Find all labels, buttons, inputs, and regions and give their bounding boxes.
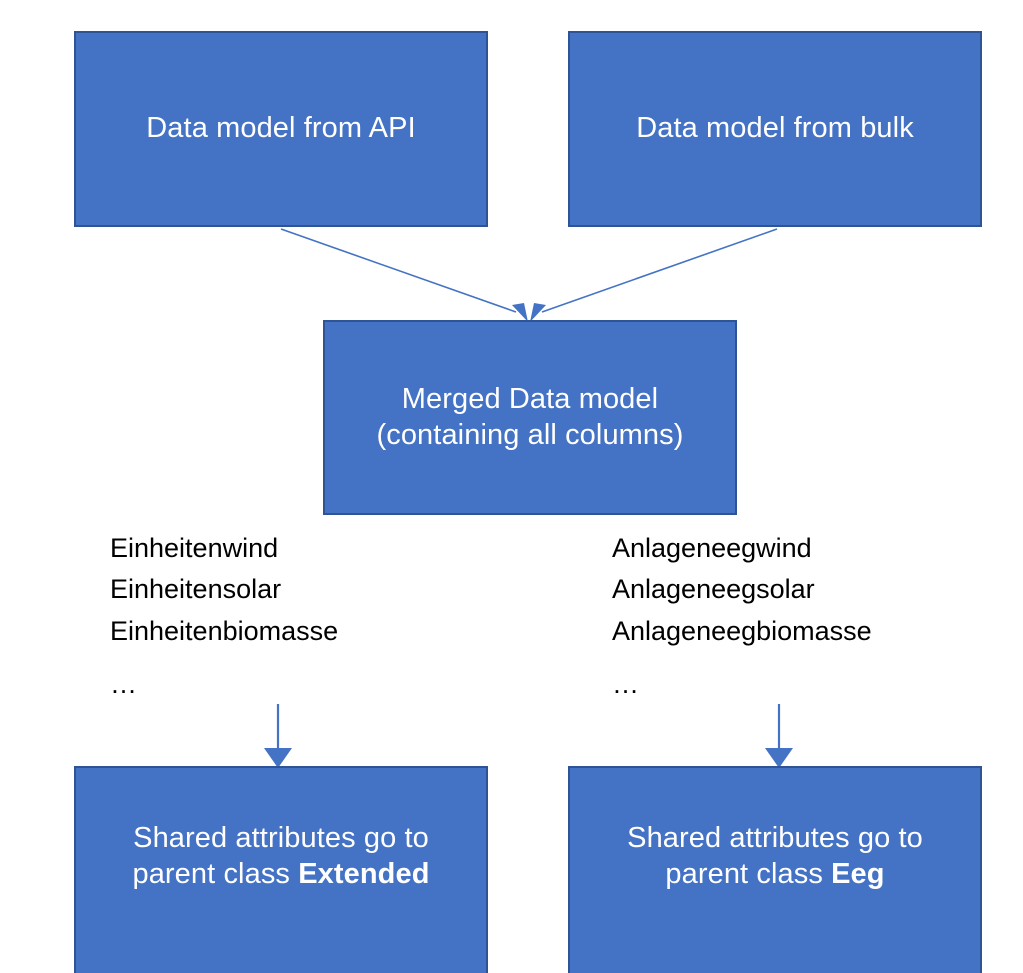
node-merged-label: Merged Data model (containing all column… (339, 382, 721, 453)
connector-bulk-to-merged (530, 228, 778, 322)
connector-left-list-to-extended (264, 704, 292, 768)
list-item: Anlageneegwind (612, 533, 812, 563)
node-merged-label-line-2: (containing all columns) (376, 418, 684, 451)
attribute-list-right: Anlageneegwind Anlageneegsolar Anlagenee… (612, 528, 872, 705)
connector-right-list-to-eeg (765, 704, 793, 768)
list-item: Einheitensolar (110, 574, 282, 605)
node-extended-label: Shared attributes go to parent class Ext… (90, 821, 472, 892)
node-data-model-from-api[interactable]: Data model from API (74, 31, 488, 227)
node-bulk-label: Data model from bulk (584, 111, 966, 146)
attribute-list-left: Einheitenwind Einheitensolar Einheitenbi… (110, 528, 338, 705)
list-item: Einheitenbiomasse (110, 615, 339, 646)
node-merged-data-model[interactable]: Merged Data model (containing all column… (323, 320, 737, 515)
list-item: Anlageneegsolar (612, 574, 815, 605)
node-api-label-line: Data model from API (146, 112, 416, 145)
node-extended-label-line-1: Shared attributes go to (133, 822, 429, 855)
node-data-model-from-bulk[interactable]: Data model from bulk (568, 31, 982, 227)
node-extended-class-name: Extended (298, 857, 430, 890)
list-ellipsis: … (110, 668, 137, 699)
node-eeg-label-prefix: parent class (665, 857, 832, 890)
node-eeg-label-line-2: parent class Eeg (584, 857, 966, 892)
node-eeg-label: Shared attributes go to parent class Eeg (584, 821, 966, 892)
node-parent-class-eeg[interactable]: Shared attributes go to parent class Eeg (568, 766, 982, 973)
node-eeg-class-name: Eeg (831, 857, 885, 890)
node-merged-label-line-1: Merged Data model (401, 383, 659, 416)
node-parent-class-extended[interactable]: Shared attributes go to parent class Ext… (74, 766, 488, 973)
list-item: Anlageneegbiomasse (612, 615, 872, 646)
list-item: Einheitenwind (110, 533, 279, 563)
node-bulk-label-line: Data model from bulk (636, 112, 914, 145)
list-ellipsis: … (612, 668, 639, 699)
node-extended-label-prefix: parent class (132, 857, 299, 890)
node-extended-label-line-2: parent class Extended (90, 857, 472, 892)
node-api-label: Data model from API (90, 111, 472, 146)
connector-api-to-merged (280, 228, 528, 322)
node-eeg-label-line-1: Shared attributes go to (627, 822, 923, 855)
